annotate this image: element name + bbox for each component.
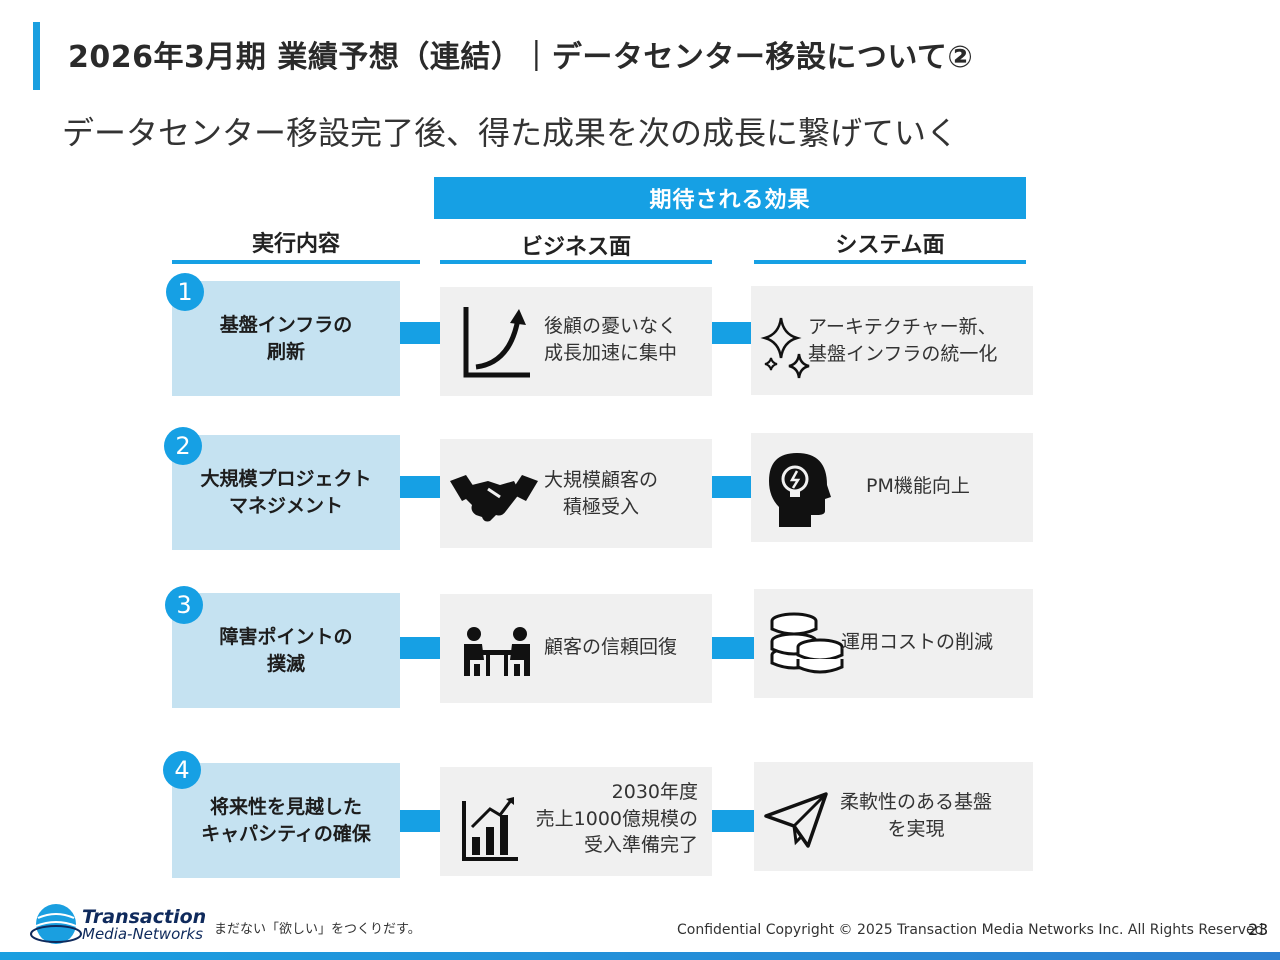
business-text-2: 大規模顧客の 積極受入 <box>544 469 659 518</box>
system-text-3: 運用コストの削減 <box>841 631 994 653</box>
row-execution-2: 大規模プロジェクト マネジメント <box>172 435 400 550</box>
row-number-badge: 4 <box>163 751 201 789</box>
row-execution-3: 障害ポイントの 撲滅 <box>172 593 400 708</box>
system-card-2: PM機能向上 <box>751 433 1033 542</box>
system-text-4: 柔軟性のある基盤 を実現 <box>840 791 993 840</box>
column-header-system: システム面 <box>835 233 945 258</box>
row-number-badge: 2 <box>164 427 202 465</box>
bar-chart-icon <box>462 797 518 861</box>
system-text-2: PM機能向上 <box>866 475 970 497</box>
business-card-3: 顧客の信頼回復 <box>440 594 712 703</box>
system-card-3: 運用コストの削減 <box>754 589 1033 698</box>
column-header-execution: 実行内容 <box>251 232 340 257</box>
column-header-business: ビジネス面 <box>520 235 631 260</box>
system-card-4: 柔軟性のある基盤 を実現 <box>754 762 1033 871</box>
lightbulb-head-icon <box>769 453 831 527</box>
business-card-4: 2030年度 売上1000億規模の 受入準備完了 <box>440 767 712 876</box>
row-number-badge: 3 <box>165 586 203 624</box>
row-number-badge: 1 <box>166 273 204 311</box>
business-card-1: 後顧の憂いなく 成長加速に集中 <box>440 287 712 396</box>
page-number: 23 <box>1248 920 1269 939</box>
growth-chart-icon <box>463 307 530 378</box>
company-logo-icon <box>30 904 82 944</box>
column-underline-system <box>754 260 1026 264</box>
logo-wordmark-line1: Transaction <box>82 906 207 928</box>
coins-icon <box>770 612 844 674</box>
handshake-icon <box>450 475 538 522</box>
business-text-3: 顧客の信頼回復 <box>544 636 678 658</box>
expected-effects-banner: 期待される効果 <box>434 177 1026 219</box>
system-text-1: アーキテクチャー新、 基盤インフラの統一化 <box>808 316 998 365</box>
paper-plane-icon <box>764 792 828 848</box>
page-subtitle: データセンター移設完了後、得た成果を次の成長に繋げていく <box>62 114 959 152</box>
company-tagline: まだない「欲しい」をつくりだす。 <box>214 922 421 937</box>
column-underline-business <box>440 260 712 264</box>
system-card-1: アーキテクチャー新、 基盤インフラの統一化 <box>751 286 1033 395</box>
logo-wordmark-line2: Media-Networks <box>82 925 203 943</box>
business-text-4: 2030年度 売上1000億規模の 受入準備完了 <box>535 781 698 857</box>
sparkle-icon <box>760 317 810 379</box>
row-execution-1: 基盤インフラの 刷新 <box>172 281 400 396</box>
column-underline-execution <box>172 260 420 264</box>
business-card-2: 大規模顧客の 積極受入 <box>440 439 712 548</box>
meeting-icon <box>464 627 530 676</box>
business-text-1: 後顧の憂いなく 成長加速に集中 <box>544 315 678 364</box>
page-title: 2026年3月期 業績予想（連結）｜データセンター移設について② <box>68 40 974 75</box>
row-execution-4: 将来性を見越した キャパシティの確保 <box>172 763 400 878</box>
footer-accent-line <box>0 952 1280 960</box>
copyright-notice: Confidential Copyright © 2025 Transactio… <box>677 922 1268 938</box>
title-accent-bar <box>33 22 40 90</box>
